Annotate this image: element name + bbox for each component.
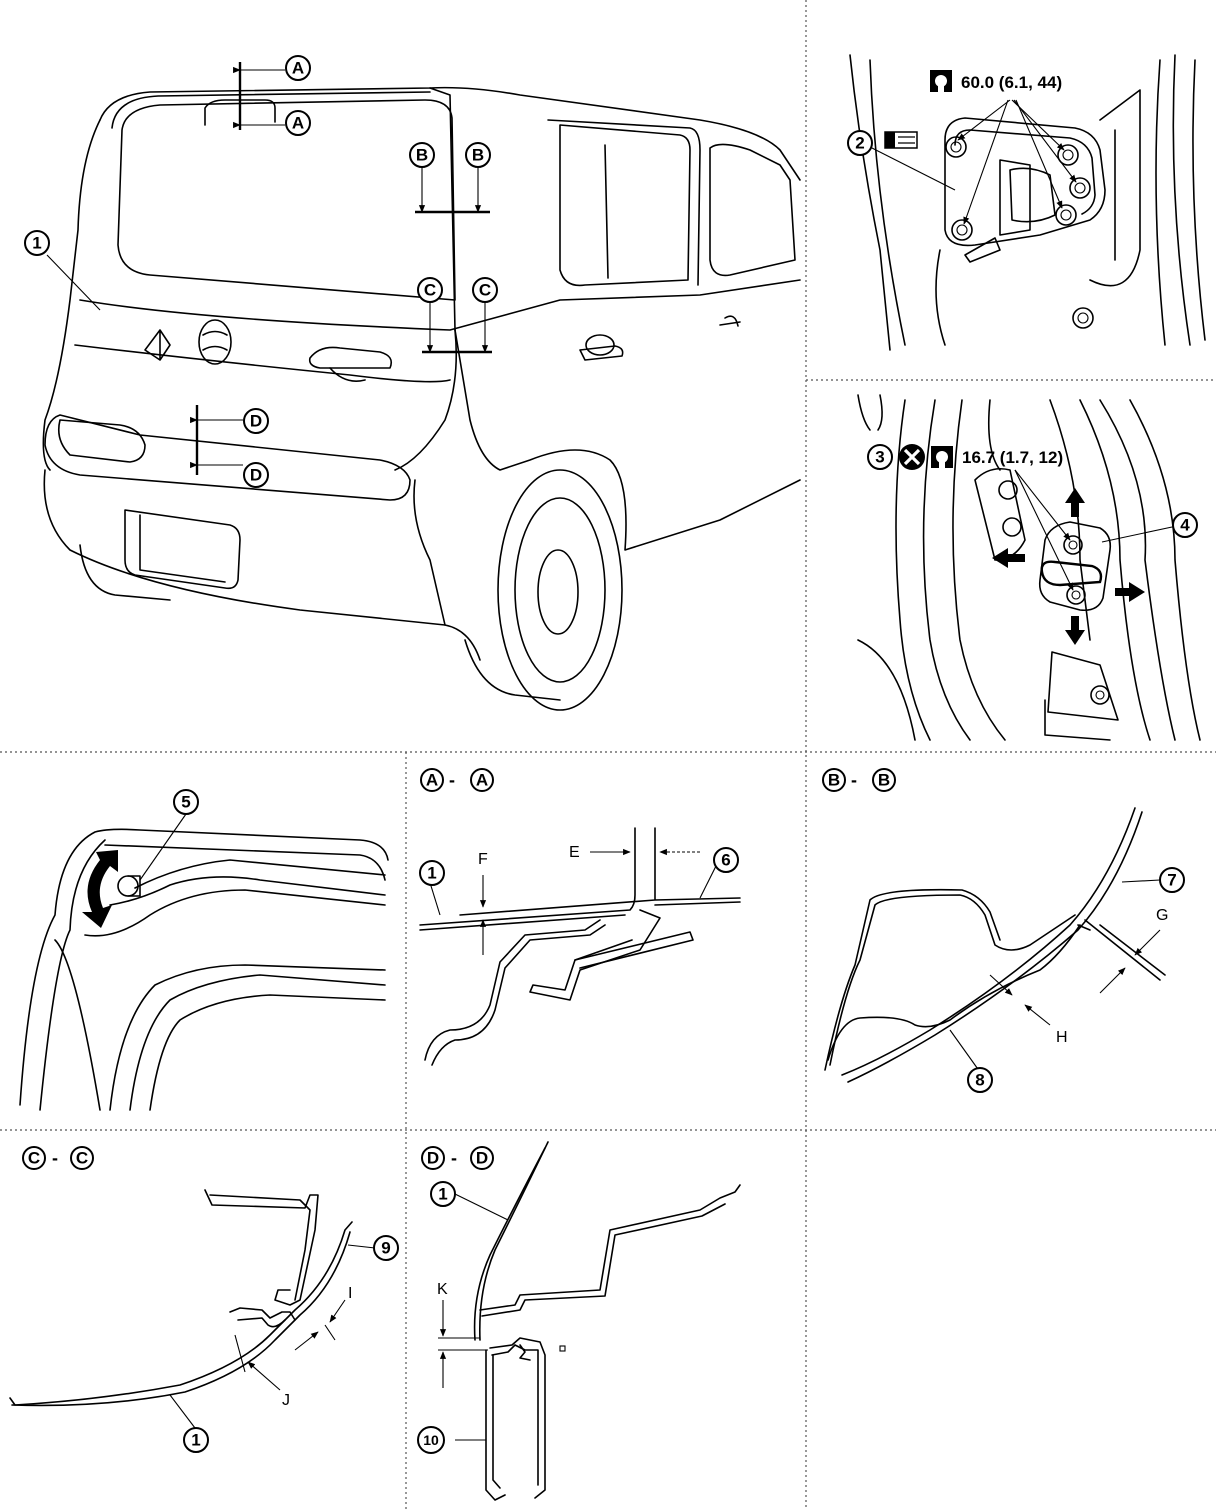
adjust-direction-arrow-icon: [1115, 582, 1145, 602]
callout-B-left: B: [409, 142, 435, 168]
callout-D-top: D: [243, 408, 269, 434]
callout-D-label: D: [250, 412, 262, 431]
section-a-a-drawing: [419, 827, 741, 1066]
hinge-torque-value: 60.0 (6.1, 44): [961, 73, 1062, 92]
callout-1-main: 1: [24, 230, 50, 256]
wrench-torque-icon: [931, 446, 953, 468]
callout-8: 8: [967, 1067, 993, 1093]
section-d-d-drawing: [438, 1141, 741, 1501]
callout-4: 4: [1172, 512, 1198, 538]
dimension-E-label: E: [569, 844, 580, 861]
callout-1-label: 1: [32, 234, 41, 253]
section-d-d-title: D - D: [421, 1146, 494, 1170]
callout-7: 7: [1159, 867, 1185, 893]
section-c-separator: -: [52, 1148, 58, 1168]
callout-1-label: 1: [191, 1431, 200, 1450]
callout-1-section-d: 1: [430, 1181, 456, 1207]
callout-D-label: D: [250, 466, 262, 485]
callout-9: 9: [373, 1235, 399, 1261]
bumper-rubber-detail: [19, 813, 389, 1111]
dimension-K-label: K: [437, 1281, 448, 1298]
section-c-left-label: C: [28, 1149, 40, 1168]
section-a-separator: -: [449, 770, 455, 790]
callout-C-right: C: [472, 277, 498, 303]
section-a-right-label: A: [476, 771, 488, 790]
callout-C-left: C: [417, 277, 443, 303]
callout-8-label: 8: [975, 1071, 984, 1090]
callout-A-label: A: [292, 59, 304, 78]
callout-C-label: C: [424, 281, 436, 300]
do-not-reuse-icon: [899, 444, 925, 470]
section-c-c-drawing: [9, 1189, 376, 1429]
callout-1-section-c: 1: [183, 1427, 209, 1453]
adjust-direction-arrow-icon: [992, 548, 1025, 568]
callout-A-top: A: [285, 55, 311, 81]
section-c-c-title: C - C: [22, 1146, 94, 1170]
section-d-left-label: D: [427, 1149, 439, 1168]
wrench-torque-icon: [930, 70, 952, 92]
callout-5-label: 5: [181, 793, 190, 812]
callout-9-label: 9: [381, 1239, 390, 1258]
dimension-F-label: F: [478, 851, 488, 868]
callout-3-label: 3: [875, 448, 884, 467]
callout-5: 5: [173, 789, 199, 815]
rotation-arrow-icon: [82, 850, 118, 928]
callout-1-label: 1: [427, 864, 436, 883]
section-a-left-label: A: [426, 771, 438, 790]
callout-7-label: 7: [1167, 871, 1176, 890]
adjust-direction-arrow-icon: [1065, 616, 1085, 645]
callout-2: 2: [847, 130, 873, 156]
section-c-right-label: C: [76, 1149, 88, 1168]
callout-2-label: 2: [855, 134, 864, 153]
callout-6: 6: [713, 847, 739, 873]
callout-B-label: B: [416, 146, 428, 165]
dimension-H-label: H: [1056, 1029, 1068, 1046]
hinge-detail: [849, 54, 1206, 351]
striker-detail: [857, 394, 1201, 741]
callout-4-label: 4: [1180, 516, 1190, 535]
callout-B-right: B: [465, 142, 491, 168]
adjust-direction-arrow-icon: [1065, 488, 1085, 517]
callout-1-section-a: 1: [419, 860, 445, 886]
callout-D-bottom: D: [243, 462, 269, 488]
sealant-icon: [884, 131, 918, 149]
dimension-G-label: G: [1156, 907, 1168, 924]
callout-B-label: B: [472, 146, 484, 165]
callout-1-label: 1: [438, 1185, 447, 1204]
callout-A-label: A: [292, 114, 304, 133]
striker-torque-value: 16.7 (1.7, 12): [962, 448, 1063, 467]
section-b-right-label: B: [878, 771, 890, 790]
section-b-left-label: B: [828, 771, 840, 790]
section-b-b-drawing: [824, 807, 1166, 1083]
callout-10: 10: [417, 1426, 445, 1454]
callout-3: 3: [867, 444, 893, 470]
callout-6-label: 6: [721, 851, 730, 870]
callout-C-label: C: [479, 281, 491, 300]
section-b-b-title: B - B: [822, 768, 896, 792]
section-d-right-label: D: [476, 1149, 488, 1168]
section-a-a-title: A - A: [420, 768, 494, 792]
dimension-J-label: J: [282, 1392, 290, 1409]
callout-A-bottom: A: [285, 110, 311, 136]
callout-10-label: 10: [423, 1432, 439, 1448]
section-d-separator: -: [451, 1148, 457, 1168]
vehicle-rear-view: [42, 62, 801, 711]
dimension-I-label: I: [348, 1285, 352, 1302]
section-b-separator: -: [851, 770, 857, 790]
